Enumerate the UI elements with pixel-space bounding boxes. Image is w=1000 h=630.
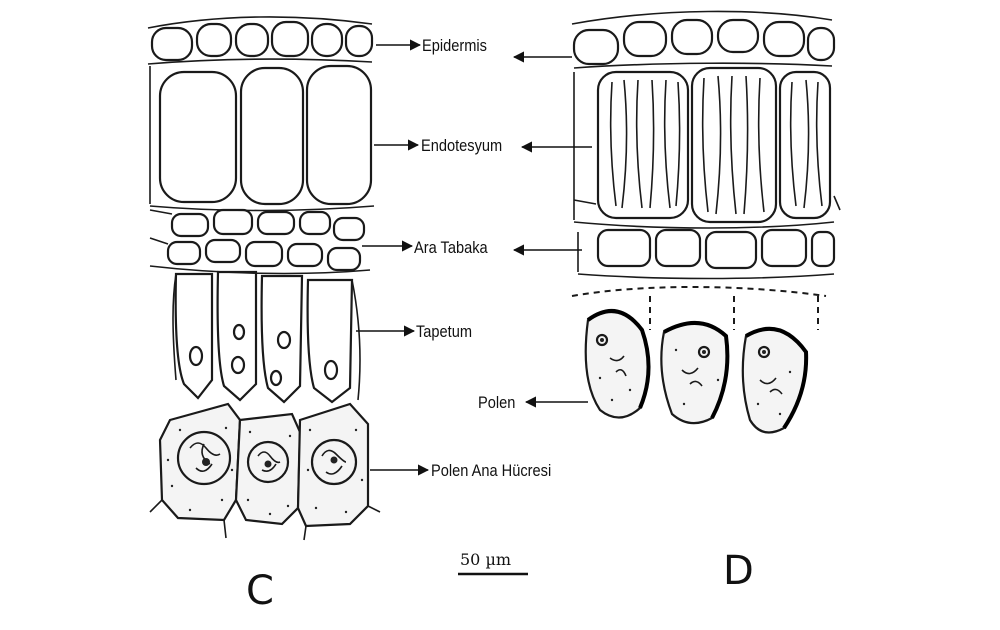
panel-d-tissue <box>572 11 840 432</box>
leader-arrows <box>356 45 592 470</box>
d-endothecium-cells <box>574 68 840 228</box>
c-epidermis-cells <box>148 17 372 64</box>
d-tapetum-remnant <box>572 287 826 296</box>
panel-label-c: C <box>246 568 274 614</box>
label-tapetum: Tapetum <box>416 323 472 341</box>
label-polen: Polen <box>478 394 515 412</box>
label-ara-tabaka: Ara Tabaka <box>414 239 488 257</box>
c-tapetum-cells <box>173 272 360 402</box>
scale-bar-label: 50 µm <box>460 550 511 569</box>
d-pollen-grains <box>586 311 806 432</box>
c-middle-layer-cells <box>150 210 370 273</box>
label-polen-ana-hucresi: Polen Ana Hücresi <box>431 462 551 480</box>
panel-c-tissue <box>148 17 380 540</box>
scale-bar: 50 µm <box>458 550 528 574</box>
panel-label-d: D <box>723 548 754 594</box>
label-epidermis: Epidermis <box>422 37 487 55</box>
d-middle-layer-cells <box>578 230 834 279</box>
c-endothecium-cells <box>150 66 374 211</box>
d-epidermis-cells <box>572 11 834 68</box>
label-endotesyum: Endotesyum <box>421 137 502 155</box>
c-pollen-mother-cells <box>150 404 380 540</box>
